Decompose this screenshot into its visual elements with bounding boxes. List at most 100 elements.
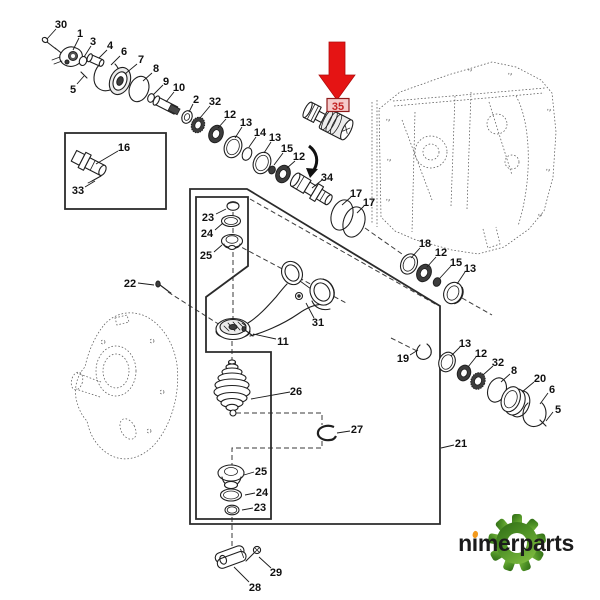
leader-line [244, 492, 256, 496]
leader-line [286, 160, 296, 169]
part-33-pin [91, 175, 102, 182]
part-19-snap-ring [415, 343, 432, 360]
part-13-ring [223, 135, 243, 159]
bearing-group-upper-right [399, 253, 464, 305]
part-callout: 1 [77, 28, 83, 40]
leader-line [426, 256, 437, 268]
part-callout: 23 [202, 212, 214, 224]
part-callout: 22 [124, 278, 136, 290]
part-35-valve-assembly [302, 41, 356, 141]
leader-line [214, 222, 224, 231]
part-callout: 4 [107, 40, 114, 52]
part-callout: 17 [363, 197, 375, 209]
part-callout: 21 [455, 438, 467, 450]
control-arm-group [213, 201, 337, 569]
part-callout: 17 [350, 188, 362, 200]
leader-line [258, 556, 272, 569]
leader-line [213, 244, 223, 253]
leader-line [217, 118, 227, 129]
part-20-drum [500, 386, 531, 418]
part-callout: 13 [240, 117, 252, 129]
leader-line [450, 346, 461, 357]
part-callout: 12 [224, 109, 236, 121]
part-34-shaft [289, 172, 333, 206]
part-26-bellows [213, 359, 251, 417]
part-callout: 26 [290, 386, 302, 398]
part-22-pin [155, 280, 172, 294]
leader-line [165, 91, 175, 103]
part-callout: 7 [138, 54, 144, 66]
part-4-fitting [86, 53, 105, 67]
part-27-snap-ring [316, 424, 337, 442]
leader-line [95, 150, 119, 165]
leader-line [305, 302, 315, 319]
leader-line [250, 391, 291, 400]
part-callout: 12 [293, 151, 305, 163]
part-callout: 5 [555, 404, 561, 416]
leader-line [84, 180, 96, 188]
part-5-pin [80, 71, 88, 79]
part-10-bolt [152, 95, 181, 116]
leader-line [545, 411, 554, 422]
part-6-snap-ring-2 [522, 402, 547, 428]
highlight-label-box [326, 97, 350, 113]
leader-line [241, 507, 254, 511]
leader-line [410, 247, 421, 259]
part-11-bolt [241, 326, 254, 337]
part-callout: 8 [511, 365, 517, 377]
part-callout: 33 [72, 185, 84, 197]
part-callout: 15 [450, 257, 462, 269]
part-14-ring [241, 147, 253, 161]
leader-line [233, 566, 250, 583]
part-8-o-ring [128, 75, 150, 103]
part-callout: 13 [269, 132, 281, 144]
part-15-nut-2 [432, 277, 442, 287]
part-callout: 28 [249, 582, 261, 594]
leader-line [248, 136, 257, 148]
inner-box [195, 196, 272, 520]
part-32-coupler [190, 116, 206, 134]
part-callout: 32 [492, 357, 504, 369]
leader-line [142, 72, 153, 82]
part-16-valve [70, 149, 107, 184]
part-callout: 32 [209, 96, 221, 108]
leader-line [152, 84, 164, 96]
leader-line [252, 333, 277, 340]
leader-line [234, 126, 243, 139]
part-callout: 15 [281, 143, 293, 155]
highlighted-part-callout: 35 [332, 101, 344, 113]
leader-line [521, 381, 535, 393]
leader-line [263, 141, 272, 154]
brand-watermark: nimerparts [458, 514, 574, 572]
part-13-bearing [443, 281, 464, 305]
leader-line [341, 196, 352, 206]
leader-line [467, 356, 477, 368]
part-12-bearing [208, 124, 224, 144]
part-25-plug [220, 233, 244, 251]
part-callout: 16 [118, 142, 130, 154]
leader-line [336, 430, 351, 434]
part-13-ring-3 [438, 351, 456, 373]
part-callout: 13 [464, 263, 476, 275]
outer-box-21 [189, 188, 441, 525]
part-callout: 14 [254, 127, 267, 139]
part-13-ring-2 [252, 151, 272, 175]
part-callout: 30 [55, 19, 67, 31]
part-callout: 24 [201, 228, 214, 240]
part-15-nut [268, 165, 276, 175]
part-callout: 3 [90, 36, 96, 48]
part-callout: 5 [70, 84, 76, 96]
part-12-bearing-2 [275, 164, 291, 184]
leader-line [440, 444, 455, 449]
bearing-group-lower-right [415, 343, 547, 428]
part-18-seal [399, 253, 419, 275]
part-callout: 13 [459, 338, 471, 350]
part-callout: 8 [153, 63, 159, 75]
part-callout: 9 [163, 76, 169, 88]
part-5-pin-2 [539, 419, 547, 427]
part-25-plug-2 [217, 464, 245, 490]
leader-line [137, 282, 155, 286]
part-23-ring-2 [224, 504, 240, 516]
